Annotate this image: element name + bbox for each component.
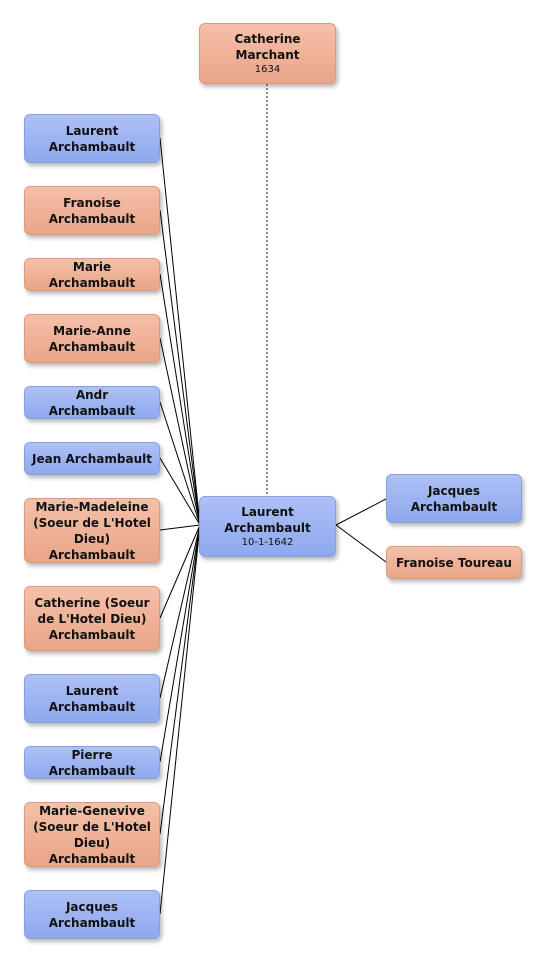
person-name: Catherine Marchant [234,32,301,62]
sibling-connector-5 [159,401,201,526]
person-name: Laurent Archambault [48,683,136,714]
person-node-left-9[interactable]: Laurent Archambault [24,674,160,723]
sibling-connector-3 [159,273,201,526]
sibling-connector-2 [159,209,201,526]
person-name: Jacques Archambault [410,483,498,514]
person-node-left-5[interactable]: Andr Archambault [24,386,160,419]
person-name: Pierre Archambault [48,747,136,778]
sibling-connector-11 [159,524,201,835]
person-node-left-7[interactable]: Marie-Madeleine (Soeur de L'Hotel Dieu) … [24,498,160,563]
person-node-left-12[interactable]: Jacques Archambault [24,890,160,939]
right-connector-2 [335,524,387,563]
person-name: Laurent Archambault [48,123,136,154]
person-name: Marie Archambault [48,259,136,290]
person-name: Laurent Archambault [224,505,311,535]
right-connector-1 [335,498,387,526]
person-name: Marie-Madeleine (Soeur de L'Hotel Dieu) … [33,499,151,562]
person-node-left-1[interactable]: Laurent Archambault [24,114,160,163]
sibling-connector-9 [159,524,201,699]
person-name: Catherine (Soeur de L'Hotel Dieu) Archam… [34,595,150,642]
sibling-connector-6 [159,457,201,526]
person-date: 1634 [254,64,281,75]
person-name: Jean Archambault [32,451,152,466]
person-node-left-11[interactable]: Marie-Genevive (Soeur de L'Hotel Dieu) A… [24,802,160,867]
person-name: Franoise Archambault [48,195,136,226]
person-name: Marie-Genevive (Soeur de L'Hotel Dieu) A… [33,803,151,866]
sibling-connector-4 [159,337,201,526]
person-name: Franoise Toureau [396,555,512,570]
person-node-left-4[interactable]: Marie-Anne Archambault [24,314,160,363]
person-node-catherine-marchant[interactable]: Catherine Marchant 1634 [199,23,336,84]
person-date: 10-1-1642 [241,537,294,548]
person-name: Jacques Archambault [48,899,136,930]
person-name: Marie-Anne Archambault [48,323,136,354]
sibling-connector-7 [159,524,201,531]
sibling-connector-12 [159,524,201,915]
sibling-connector-1 [159,137,201,526]
sibling-connector-10 [159,524,201,763]
person-node-left-10[interactable]: Pierre Archambault [24,746,160,779]
person-node-left-2[interactable]: Franoise Archambault [24,186,160,235]
person-node-left-8[interactable]: Catherine (Soeur de L'Hotel Dieu) Archam… [24,586,160,651]
sibling-connector-8 [159,524,201,619]
person-node-focus[interactable]: Laurent Archambault 10-1-1642 [199,496,336,557]
person-node-left-6[interactable]: Jean Archambault [24,442,160,475]
person-node-left-3[interactable]: Marie Archambault [24,258,160,291]
person-node-right-1[interactable]: Jacques Archambault [386,474,522,523]
person-name: Andr Archambault [48,387,136,418]
person-node-right-2[interactable]: Franoise Toureau [386,546,522,579]
